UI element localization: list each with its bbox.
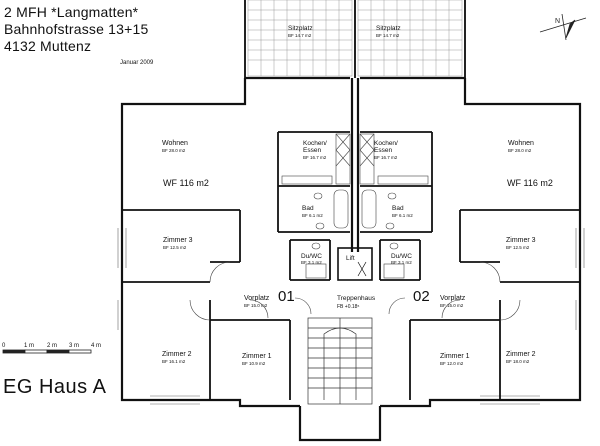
stair-level: FB +0.18⁵ — [337, 304, 360, 310]
room-area: BF 14.7 m2 — [288, 33, 312, 38]
room-area: BF 3.1 m2 — [301, 260, 322, 265]
project-address: Bahnhofstrasse 13+15 — [4, 21, 149, 37]
stair-label: Treppenhaus — [337, 295, 376, 302]
room-name: Zimmer 1 — [242, 353, 272, 360]
room-name: Kochen/ — [303, 140, 327, 147]
room-area: BF 28.0 m2 — [508, 148, 532, 153]
scale-label-0: 0 — [2, 343, 6, 349]
north-arrow-icon: N — [539, 13, 587, 41]
room-name: Bad — [302, 205, 314, 212]
lift-label: Lift — [346, 255, 355, 262]
room-area: BF 28.0 m2 — [162, 148, 186, 153]
lift-shaft — [337, 247, 373, 281]
room-name: Zimmer 2 — [506, 351, 536, 358]
room-name: Du/WC — [301, 253, 322, 260]
kitchen-right — [359, 133, 429, 185]
project-title: 2 MFH *Langmatten* — [4, 4, 139, 20]
room-name: Wohnen — [508, 140, 534, 147]
room-name: Zimmer 3 — [506, 237, 536, 244]
sitzplatz-left — [247, 0, 353, 77]
room-name: Zimmer 2 — [162, 351, 192, 358]
scale-label-4: 4 m — [91, 343, 102, 349]
room-name: Sitzplatz — [288, 25, 313, 32]
room-area: BF 15.0 m2 — [244, 303, 268, 308]
scale-label-1: 1 m — [24, 343, 35, 349]
room-area: BF 12.5 m2 — [506, 245, 530, 250]
room-area: BF 15.0 m2 — [440, 303, 464, 308]
room-name: Wohnen — [162, 140, 188, 147]
room-name: Zimmer 3 — [163, 237, 193, 244]
plan-date: Januar 2009 — [120, 60, 154, 66]
room-area: BF 10.9 m2 — [242, 361, 266, 366]
unit-area-label: WF 116 m2 — [507, 178, 553, 188]
room-area: BF 6.1 m2 — [392, 213, 413, 218]
project-city: 4132 Muttenz — [4, 38, 92, 54]
scale-label-2: 2 m — [47, 343, 58, 349]
room-name: Vorplatz — [244, 295, 270, 302]
room-area: BF 12.5 m2 — [163, 245, 187, 250]
room-name: Vorplatz — [440, 295, 466, 302]
scale-bar — [2, 349, 92, 354]
room-name: Essen — [374, 147, 392, 154]
room-area: BF 16.1 m2 — [162, 359, 186, 364]
sitzplatz-right — [357, 0, 463, 77]
room-area: BF 6.1 m2 — [302, 213, 323, 218]
room-area: BF 12.0 m2 — [440, 361, 464, 366]
sanitary-fixtures — [305, 189, 405, 279]
room-name: Kochen/ — [374, 140, 398, 147]
room-name: Zimmer 1 — [440, 353, 470, 360]
room-name: Bad — [392, 205, 404, 212]
room-area: BF 18.0 m2 — [506, 359, 530, 364]
scale-label-3: 3 m — [69, 343, 80, 349]
unit-number: 01 — [278, 288, 295, 305]
doors — [189, 261, 521, 321]
room-area: BF 14.7 m2 — [376, 33, 400, 38]
room-name: Du/WC — [391, 253, 412, 260]
north-label: N — [555, 18, 560, 25]
floor-label: EG Haus A — [3, 376, 107, 398]
unit-number: 02 — [413, 288, 430, 305]
room-name: Essen — [303, 147, 321, 154]
room-name: Sitzplatz — [376, 25, 401, 32]
staircase — [307, 317, 373, 405]
interior-walls-left — [122, 131, 350, 400]
room-area: BF 16.7 m2 — [374, 155, 398, 160]
windows — [117, 228, 585, 405]
interior-walls-right — [360, 131, 580, 400]
unit-area-label: WF 116 m2 — [163, 178, 209, 188]
outer-walls — [120, 76, 582, 442]
room-area: BF 3.1 m2 — [391, 260, 412, 265]
kitchen-left — [281, 133, 351, 185]
room-area: BF 16.7 m2 — [303, 155, 327, 160]
